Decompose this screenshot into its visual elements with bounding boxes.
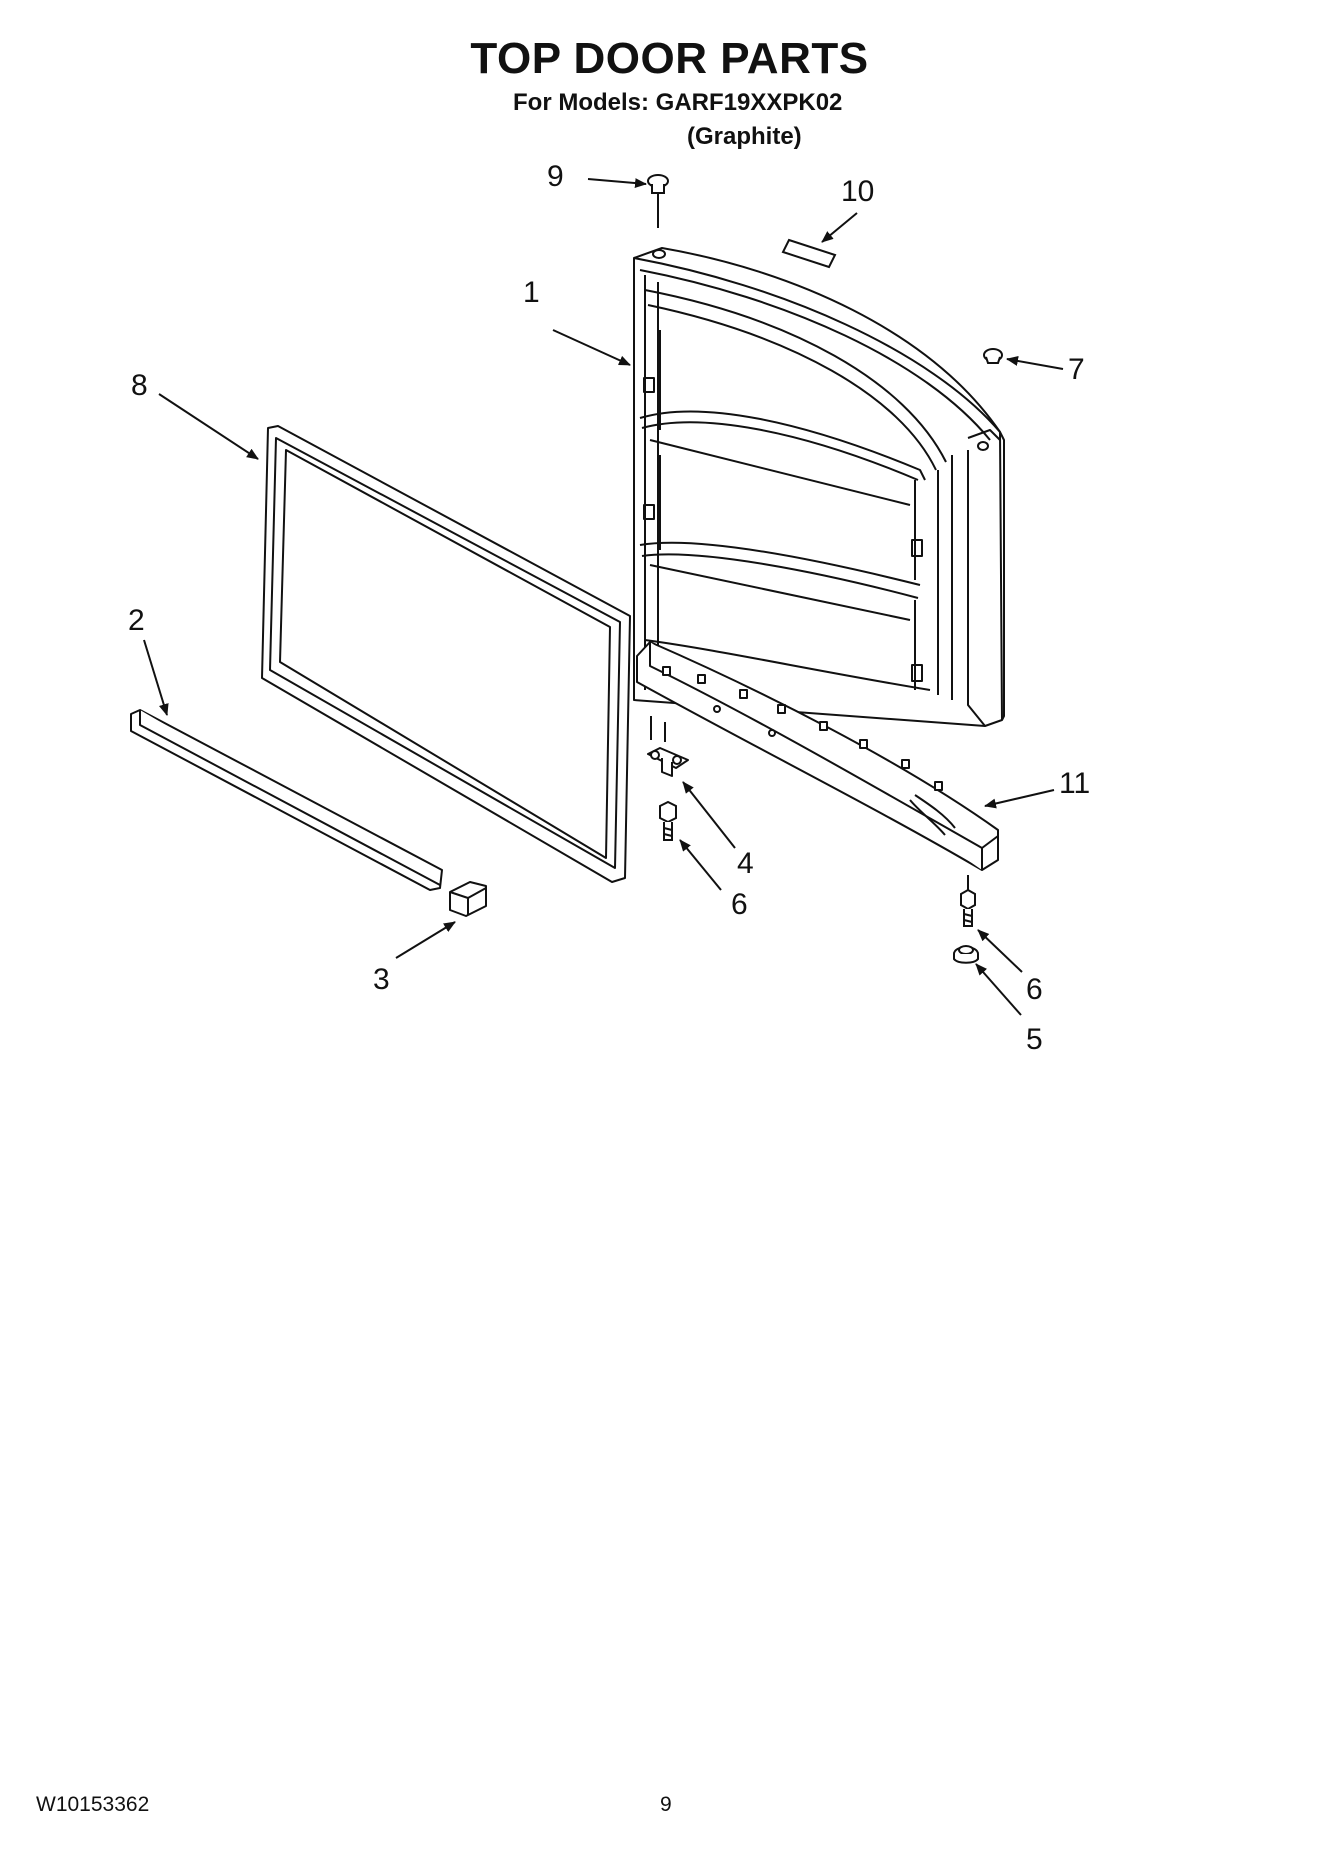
callout-8: 8 xyxy=(131,369,148,402)
plug-part xyxy=(983,348,1003,364)
trim-strip-part xyxy=(130,709,443,891)
callout-2: 2 xyxy=(128,604,145,637)
callout-5: 5 xyxy=(1026,1023,1043,1056)
leader-arrows xyxy=(143,178,1064,1016)
hinge-plate-part xyxy=(647,716,689,777)
nut-part xyxy=(953,945,979,964)
screw-part-right xyxy=(960,875,976,927)
page-title: TOP DOOR PARTS xyxy=(470,34,869,83)
callout-6-left: 6 xyxy=(731,888,748,921)
page-number: 9 xyxy=(660,1793,672,1816)
callout-4: 4 xyxy=(737,847,754,880)
label-part xyxy=(781,238,837,269)
callout-6-right: 6 xyxy=(1026,973,1043,1006)
color-variant: (Graphite) xyxy=(687,123,802,150)
callout-11: 11 xyxy=(1059,767,1090,800)
screw-part-top xyxy=(647,174,669,228)
models-line: For Models: GARF19XXPK02 xyxy=(513,89,843,116)
screw-part-left xyxy=(659,800,677,841)
callout-7: 7 xyxy=(1068,353,1085,386)
callout-3: 3 xyxy=(373,963,390,996)
callout-1: 1 xyxy=(523,276,540,309)
door-assembly-part xyxy=(633,247,1005,727)
document-code: W10153362 xyxy=(36,1793,150,1816)
callout-10: 10 xyxy=(841,175,874,208)
gasket-part xyxy=(261,425,631,883)
callout-9-top: 9 xyxy=(547,160,564,193)
end-cap-part xyxy=(449,881,487,917)
hinge-bracket-part xyxy=(636,641,999,871)
